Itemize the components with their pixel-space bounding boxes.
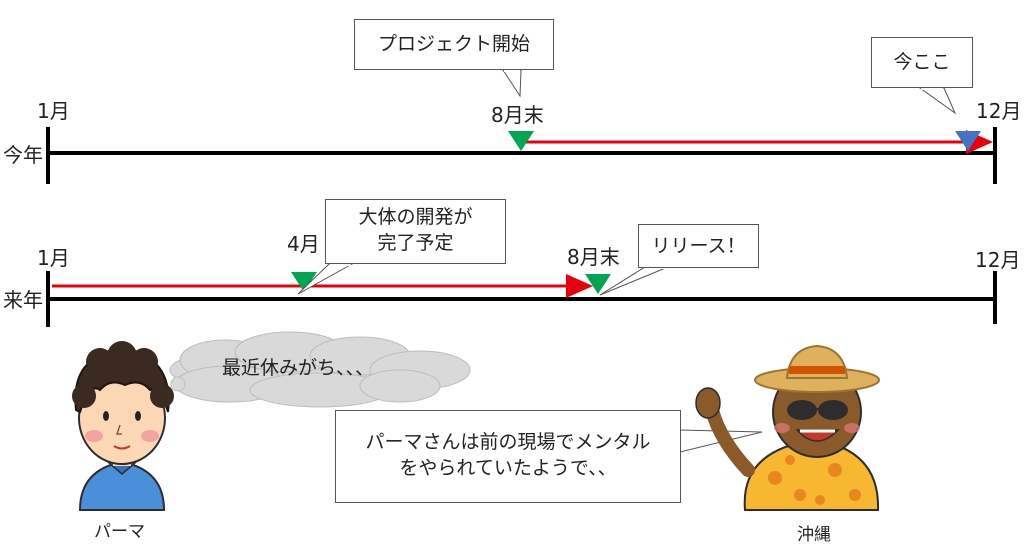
callout-dev-complete-line1: 大体の開発が — [358, 206, 473, 228]
timeline-this-year — [46, 127, 997, 184]
label-next-year-aug: 8月末 — [567, 245, 620, 269]
tail-project-start — [502, 69, 522, 98]
label-this-year-aug: 8月末 — [491, 103, 544, 127]
callout-release-text: リリース！ — [651, 235, 746, 257]
speech-line2: をやられていたようで、、 — [399, 457, 617, 479]
tail-release — [599, 266, 669, 296]
speech-line1: パーマさんは前の現場でメンタル — [365, 431, 651, 453]
callout-project-start: プロジェクト開始 — [354, 19, 554, 70]
label-next-year-april: 4月 — [287, 232, 320, 256]
row-label-next-year: 来年 — [3, 288, 43, 312]
marker-now — [955, 131, 981, 151]
label-next-year-end: 12月 — [975, 248, 1021, 272]
marker-release — [585, 274, 611, 294]
row-label-this-year: 今年 — [3, 143, 43, 167]
caption-perm: パーマ — [94, 522, 145, 542]
label-this-year-end: 12月 — [976, 99, 1022, 123]
timeline-next-year — [46, 271, 997, 327]
thought-cloud — [163, 331, 471, 408]
label-this-year-start: 1月 — [37, 99, 70, 123]
speech-box: パーマさんは前の現場でメンタル をやられていたようで、、 — [335, 410, 681, 503]
marker-project-start — [508, 131, 534, 151]
callout-now-text: 今ここ — [893, 51, 951, 73]
callout-release: リリース！ — [638, 224, 759, 268]
thought-text: 最近休みがち、、、 — [222, 357, 375, 379]
callout-project-start-text: プロジェクト開始 — [377, 33, 530, 55]
label-next-year-start: 1月 — [37, 246, 70, 270]
marker-april — [291, 272, 317, 292]
callout-dev-complete: 大体の開発が 完了予定 — [325, 199, 506, 264]
character-okinawa — [695, 344, 880, 511]
callout-dev-complete-line2: 完了予定 — [377, 232, 454, 254]
tail-now — [918, 87, 957, 115]
character-perm — [72, 341, 174, 511]
caption-okinawa: 沖縄 — [797, 525, 831, 545]
callout-now: 今ここ — [871, 37, 973, 88]
